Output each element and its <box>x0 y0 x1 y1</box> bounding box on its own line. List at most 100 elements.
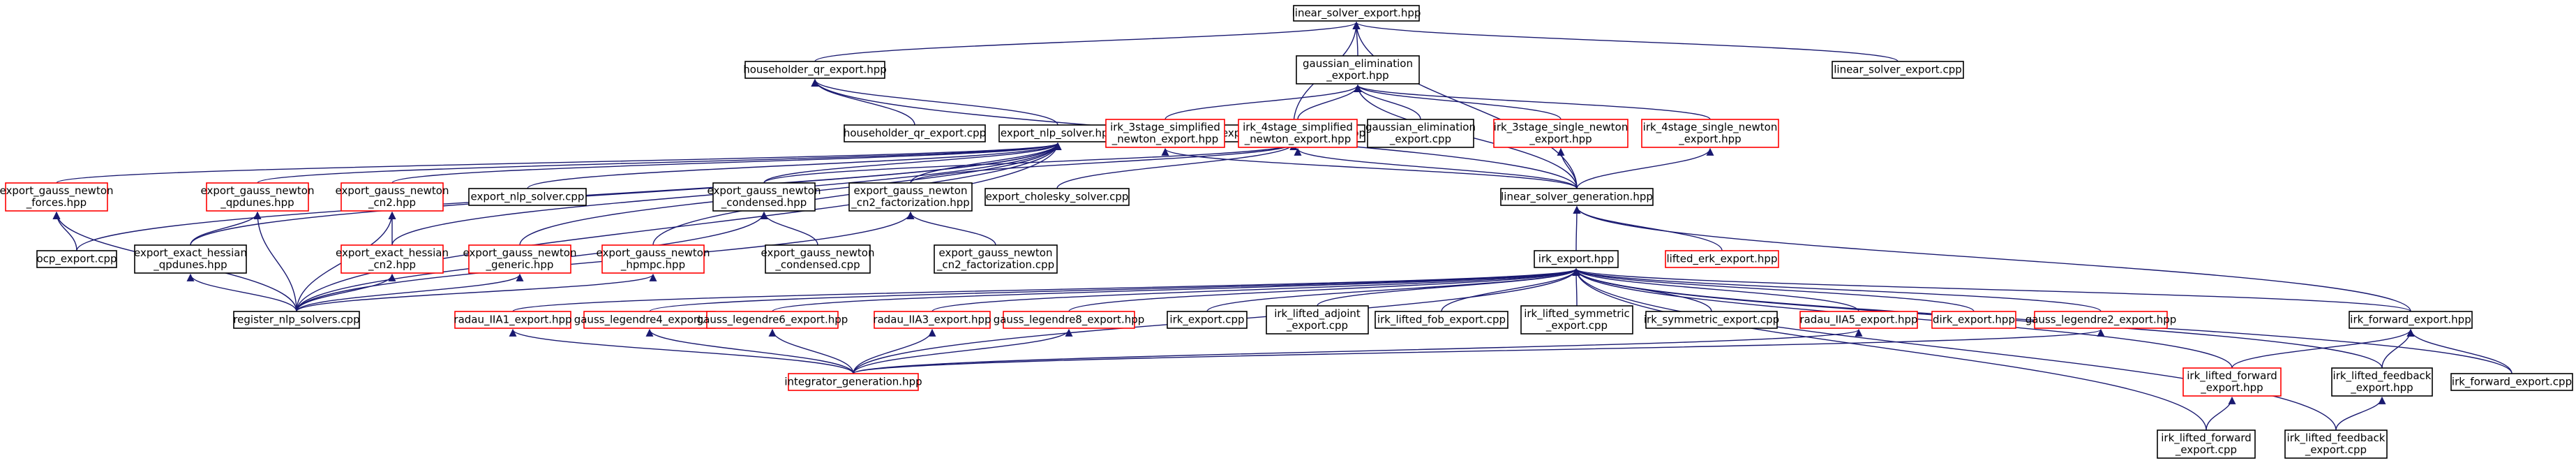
file-node-dirk[interactable]: dirk_export.hpp <box>1931 311 2016 329</box>
file-node-box[interactable] <box>1931 311 2016 329</box>
file-node-box[interactable] <box>984 188 1130 206</box>
file-node-nlp-cpp[interactable]: export_nlp_solver.cpp <box>468 188 587 206</box>
file-node-box[interactable] <box>601 244 705 274</box>
file-node-box[interactable] <box>2284 429 2388 459</box>
file-node-box[interactable] <box>1003 311 1135 329</box>
file-node-irk-fwd-cpp[interactable]: irk_forward_export.cpp <box>2450 373 2573 391</box>
file-node-box[interactable] <box>2450 373 2573 391</box>
file-node-ggn-generic[interactable]: export_gauss_newton_generic.hpp <box>463 244 577 274</box>
file-node-integ-gen[interactable]: integrator_generation.hpp <box>784 373 922 391</box>
file-node-box[interactable] <box>1293 5 1420 22</box>
file-node-irk-lifted-adj[interactable]: irk_lifted_adjoint_export.cpp <box>1266 305 1369 335</box>
file-node-box[interactable] <box>1493 119 1628 148</box>
file-node-box[interactable] <box>233 311 360 329</box>
file-node-lsg-hpp[interactable]: linear_solver_generation.hpp <box>1500 188 1654 206</box>
file-node-irk4-single[interactable]: irk_4stage_single_newton_export.hpp <box>1641 119 1779 148</box>
file-node-box[interactable] <box>788 373 919 391</box>
file-node-box[interactable] <box>2034 311 2168 329</box>
file-node-box[interactable] <box>340 244 444 274</box>
file-node-box[interactable] <box>848 182 973 212</box>
file-node-box[interactable] <box>1296 55 1420 84</box>
file-node-chol-cpp[interactable]: export_cholesky_solver.cpp <box>984 188 1130 206</box>
file-node-box[interactable] <box>1832 61 1964 79</box>
file-node-lifted-erk[interactable]: lifted_erk_export.hpp <box>1665 250 1779 268</box>
file-node-box[interactable] <box>468 244 571 274</box>
file-node-eeh-cn2[interactable]: export_exact_hessian_cn2.hpp <box>336 244 449 274</box>
include-edge <box>910 142 1298 184</box>
file-node-box[interactable] <box>5 182 108 212</box>
file-node-irk3-single[interactable]: irk_3stage_single_newton_export.hpp <box>1493 119 1628 148</box>
file-node-hh-qr-hpp[interactable]: householder_qr_export.hpp <box>743 61 887 79</box>
file-node-box[interactable] <box>765 244 871 274</box>
file-node-irk-export-hpp[interactable]: irk_export.hpp <box>1534 250 1619 268</box>
file-node-box[interactable] <box>934 244 1058 274</box>
file-node-box[interactable] <box>340 182 444 212</box>
file-node-box[interactable] <box>844 124 986 142</box>
file-node-irk-lifted-sym[interactable]: irk_lifted_symmetric_export.cpp <box>1520 305 1633 335</box>
file-node-box[interactable] <box>583 311 716 329</box>
file-node-ggn-cn2-fact[interactable]: export_gauss_newton_cn2_factorization.hp… <box>848 182 973 212</box>
file-node-irk4-simpl[interactable]: irk_4stage_simplified_newton_export.hpp <box>1238 119 1358 148</box>
file-node-box[interactable] <box>1375 311 1508 329</box>
file-node-ocp-cpp[interactable]: ocp_export.cpp <box>36 250 117 268</box>
file-node-irk-lifted-fb-hpp[interactable]: irk_lifted_feedback_export.hpp <box>2331 367 2433 397</box>
file-node-eeh-qpdunes[interactable]: export_exact_hessian_qpdunes.hpp <box>134 244 247 274</box>
file-node-irk-lifted-fwd-cpp[interactable]: irk_lifted_forward_export.cpp <box>2157 429 2256 459</box>
file-node-gl4[interactable]: gauss_legendre4_export.hpp <box>574 311 726 329</box>
file-node-hh-qr-cpp[interactable]: householder_qr_export.cpp <box>844 124 986 142</box>
file-node-box[interactable] <box>712 182 816 212</box>
file-node-radau1a[interactable]: radau_IIA1_export.hpp <box>454 311 572 329</box>
file-node-box[interactable] <box>874 311 991 329</box>
file-node-ggn-cond[interactable]: export_gauss_newton_condensed.hpp <box>707 182 821 212</box>
file-node-box[interactable] <box>2157 429 2256 459</box>
file-node-box[interactable] <box>744 61 885 79</box>
file-node-box[interactable] <box>1266 305 1369 335</box>
file-node-box[interactable] <box>2349 311 2473 329</box>
file-node-box[interactable] <box>454 311 571 329</box>
file-node-box[interactable] <box>1500 188 1654 206</box>
include-edge <box>853 328 2104 374</box>
file-node-box[interactable] <box>1665 250 1779 268</box>
file-node-box[interactable] <box>998 124 1117 142</box>
file-node-box[interactable] <box>2331 367 2433 397</box>
file-node-box[interactable] <box>2182 367 2282 397</box>
file-node-box[interactable] <box>1641 119 1779 148</box>
file-node-ggn-cn2-fact-cpp[interactable]: export_gauss_newton_cn2_factorization.cp… <box>934 244 1058 274</box>
file-node-ggn-hpmpc[interactable]: export_gauss_newton_hpmpc.hpp <box>596 244 710 274</box>
file-node-box[interactable] <box>1167 311 1248 329</box>
file-node-box[interactable] <box>1520 305 1633 335</box>
file-node-box[interactable] <box>36 250 117 268</box>
file-node-root[interactable]: linear_solver_export.hpp <box>1292 5 1421 22</box>
file-node-irk-export-cpp[interactable]: irk_export.cpp <box>1167 311 1248 329</box>
file-node-box[interactable] <box>1367 119 1474 148</box>
file-node-box[interactable] <box>1534 250 1619 268</box>
file-node-ge-cpp[interactable]: gaussian_elimination_export.cpp <box>1365 119 1476 148</box>
file-node-gauss-elim-hpp[interactable]: gaussian_elimination_export.hpp <box>1296 55 1420 84</box>
file-node-irk-lifted-fb-cpp[interactable]: irk_lifted_feedback_export.cpp <box>2284 429 2388 459</box>
file-node-box[interactable] <box>134 244 247 274</box>
file-node-box[interactable] <box>706 311 839 329</box>
file-node-nlp-hpp[interactable]: export_nlp_solver.hpp <box>998 124 1117 142</box>
file-node-gl2[interactable]: gauss_legendre2_export.hpp <box>2025 311 2177 329</box>
file-node-irk-fwd-hpp[interactable]: irk_forward_export.hpp <box>2349 311 2473 329</box>
file-node-ggn-forces[interactable]: export_gauss_newton_forces.hpp <box>0 182 114 212</box>
file-node-box[interactable] <box>1238 119 1358 148</box>
file-node-ggn-cond-cpp[interactable]: export_gauss_newton_condensed.cpp <box>761 244 875 274</box>
file-node-irk3-simpl[interactable]: irk_3stage_simplified_newton_export.hpp <box>1105 119 1225 148</box>
file-node-irk-sym[interactable]: irk_symmetric_export.cpp <box>1644 311 1779 329</box>
file-node-box[interactable] <box>468 188 587 206</box>
file-node-irk-lifted-fob[interactable]: irk_lifted_fob_export.cpp <box>1375 311 1508 329</box>
file-node-box[interactable] <box>1799 311 1918 329</box>
file-node-lse-cpp[interactable]: linear_solver_export.cpp <box>1832 61 1964 79</box>
file-node-box[interactable] <box>1105 119 1225 148</box>
file-node-ggn-qpdunes[interactable]: export_gauss_newton_qpdunes.hpp <box>200 182 315 212</box>
file-node-box[interactable] <box>1645 311 1778 329</box>
file-node-radau5a[interactable]: radau_IIA5_export.hpp <box>1799 311 1918 329</box>
file-node-box[interactable] <box>206 182 309 212</box>
file-node-reg-nlp[interactable]: register_nlp_solvers.cpp <box>233 311 360 329</box>
file-node-radau3a[interactable]: radau_IIA3_export.hpp <box>873 311 991 329</box>
file-node-ggn-cn2[interactable]: export_gauss_newton_cn2.hpp <box>335 182 449 212</box>
file-node-gl8[interactable]: gauss_legendre8_export.hpp <box>994 311 1145 329</box>
file-node-irk-lifted-fwd-hpp[interactable]: irk_lifted_forward_export.hpp <box>2182 367 2282 397</box>
file-node-gl6[interactable]: gauss_legendre6_export.hpp <box>697 311 848 329</box>
